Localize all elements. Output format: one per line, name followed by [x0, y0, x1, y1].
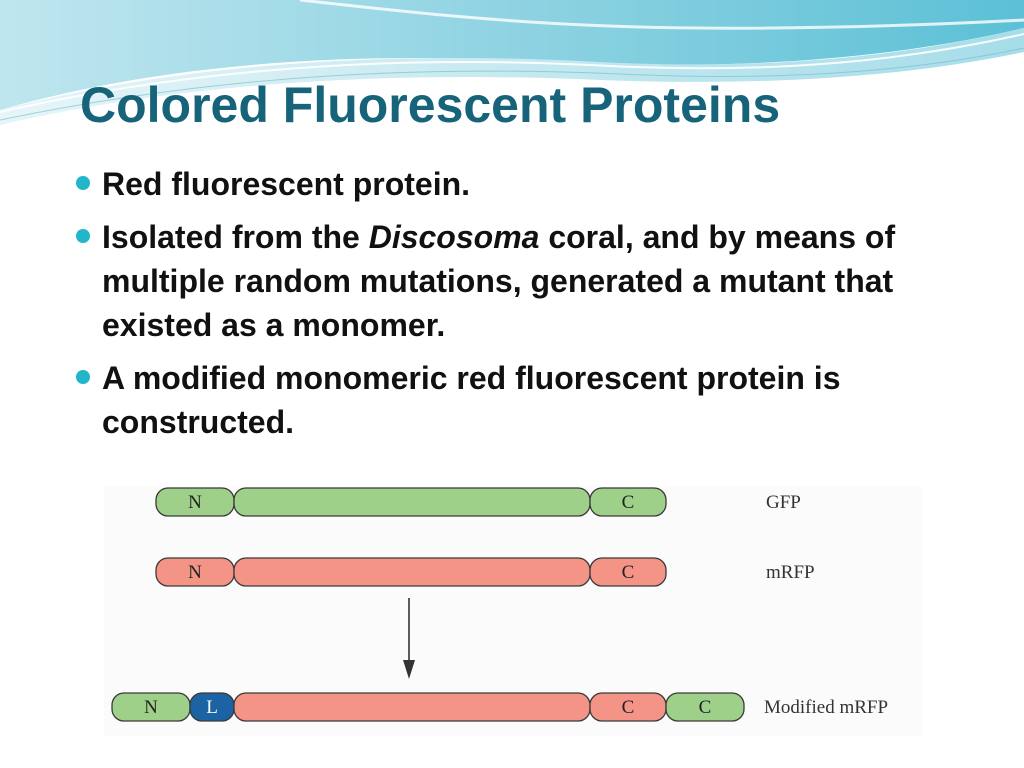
mrfp-body-segment [233, 557, 591, 587]
bullet-dot-icon [76, 176, 90, 190]
mrfp-row-label: mRFP [766, 562, 815, 583]
mrfp-c-label: C [622, 562, 635, 583]
gfp-c-terminus [589, 487, 667, 517]
modified-row-label: Modified mRFP [764, 697, 888, 718]
bullet-text-part: Red fluorescent protein. [102, 166, 471, 202]
bullet-text: Red fluorescent protein. [102, 162, 962, 206]
header-swoosh-decoration [0, 0, 1024, 125]
mrfp-construct: N C mRFP [155, 557, 815, 587]
bullet-text-part: Isolated from the [102, 219, 369, 255]
protein-diagram: N C GFP N C mRFP N L C C [104, 486, 922, 736]
gfp-n-label: N [188, 492, 202, 513]
bullet-list: Red fluorescent protein. Isolated from t… [72, 162, 972, 453]
modified-c-terminus-green [665, 692, 745, 722]
bullet-text: A modified monomeric red fluorescent pro… [102, 356, 962, 444]
modified-n-label: N [144, 697, 158, 718]
bullet-italic-text: Discosoma [368, 219, 540, 255]
bullet-dot-icon [76, 229, 90, 243]
bullet-item: Red fluorescent protein. [72, 162, 972, 206]
mrfp-n-label: N [188, 562, 202, 583]
bullet-text: Isolated from the Discosoma coral, and b… [102, 215, 962, 347]
modified-mrfp-construct: N L C C Modified mRFP [111, 692, 888, 722]
gfp-c-label: C [622, 492, 635, 513]
modified-body-segment [233, 692, 591, 722]
bullet-dot-icon [76, 370, 90, 384]
bullet-text-part: coral, and by means of multiple random m… [102, 219, 896, 343]
gfp-body-segment [233, 487, 591, 517]
slide-title: Colored Fluorescent Proteins [80, 77, 781, 133]
bullet-text-part: A modified monomeric red fluorescent pro… [102, 360, 841, 440]
bullet-item: A modified monomeric red fluorescent pro… [72, 356, 972, 444]
protein-diagram-svg: N C GFP N C mRFP N L C C [111, 487, 888, 722]
gfp-construct: N C GFP [155, 487, 801, 517]
gfp-row-label: GFP [766, 492, 801, 513]
down-arrow-icon [403, 598, 415, 679]
modified-c-red-label: C [622, 697, 635, 718]
modified-c-green-label: C [699, 697, 712, 718]
modified-linker-label: L [206, 697, 218, 718]
mrfp-c-terminus [589, 557, 667, 587]
bullet-item: Isolated from the Discosoma coral, and b… [72, 215, 972, 347]
